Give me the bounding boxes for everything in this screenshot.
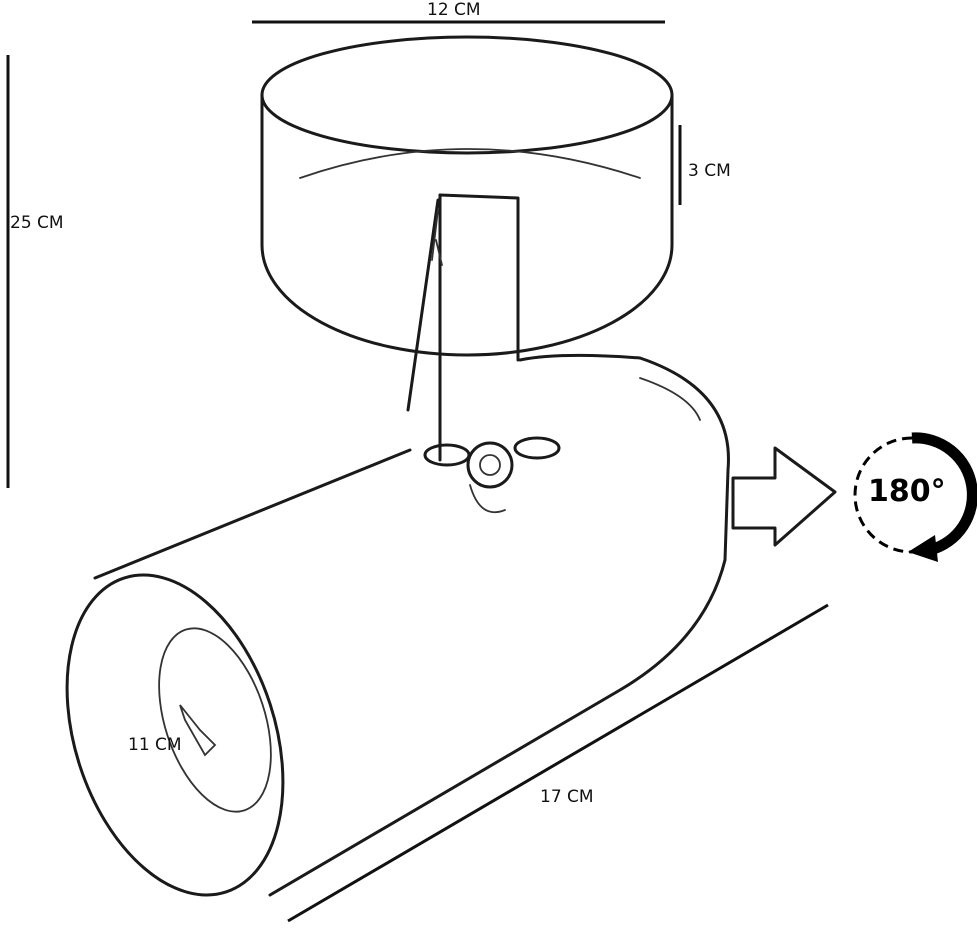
mounting-arm bbox=[406, 193, 520, 462]
wing-screw bbox=[423, 436, 561, 514]
shade-length-label: 17 CM bbox=[540, 787, 594, 807]
canopy-height-label: 3 CM bbox=[688, 161, 731, 181]
shade-diameter-label: 11 CM bbox=[128, 735, 182, 755]
width-label: 12 CM bbox=[427, 0, 481, 20]
rotate-arrow-icon bbox=[853, 432, 977, 562]
spotlight-shade bbox=[65, 353, 730, 897]
rotation-label: 180° bbox=[868, 474, 946, 509]
length-dimension-line bbox=[287, 603, 829, 923]
total-height-label: 25 CM bbox=[10, 213, 64, 233]
outline-arrow-right-icon bbox=[731, 446, 837, 547]
ceiling-canopy bbox=[260, 35, 674, 357]
